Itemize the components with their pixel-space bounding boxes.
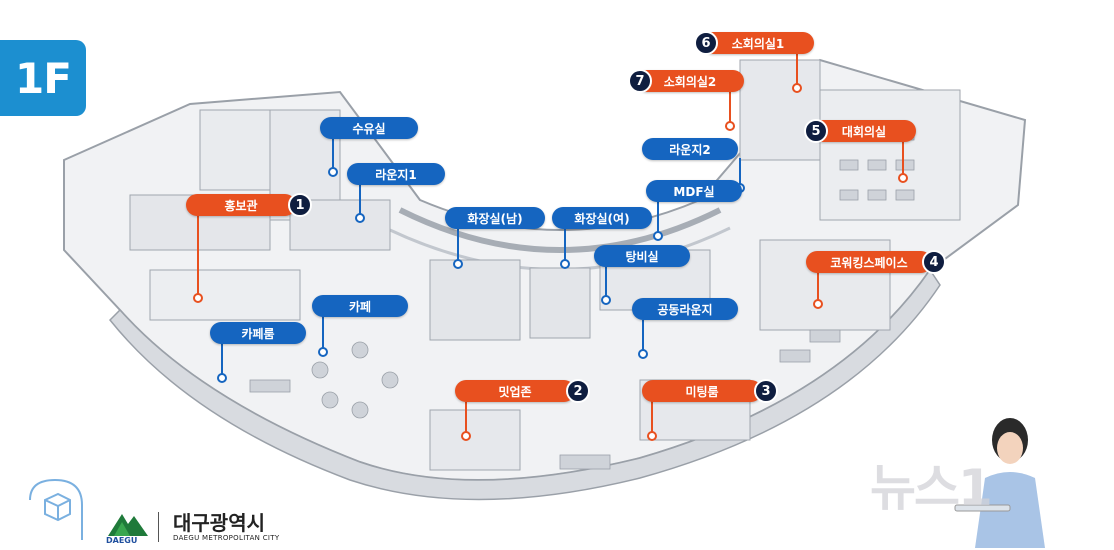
label-common[interactable]: 공동라운지: [632, 298, 738, 320]
marker-4: 4: [922, 250, 946, 274]
label-small1[interactable]: 소회의실1: [702, 32, 814, 54]
marker-1: 1: [288, 193, 312, 217]
logo-subtitle: DAEGU METROPOLITAN CITY: [173, 534, 280, 542]
marker-7: 7: [628, 69, 652, 93]
logo-name: 대구광역시: [173, 511, 265, 535]
label-suyu[interactable]: 수유실: [320, 117, 418, 139]
label-cowork[interactable]: 코워킹스페이스: [806, 251, 932, 273]
marker-3: 3: [754, 379, 778, 403]
label-wc-female[interactable]: 화장실(여): [552, 207, 652, 229]
label-cafe[interactable]: 카페: [312, 295, 408, 317]
label-tangbi[interactable]: 탕비실: [594, 245, 690, 267]
floor-badge: 1F: [0, 40, 86, 116]
cube-head-icon: [29, 478, 83, 540]
label-caferoom[interactable]: 카페룸: [210, 322, 306, 344]
daegu-logo: DAEGU 대구광역시 DAEGU METROPOLITAN CITY: [104, 508, 279, 546]
label-hongbo[interactable]: 홍보관: [186, 194, 296, 216]
label-lounge1[interactable]: 라운지1: [347, 163, 445, 185]
label-wc-male[interactable]: 화장실(남): [445, 207, 545, 229]
daegu-mountain-icon: DAEGU: [104, 508, 152, 546]
guide-person-illustration: [954, 418, 1045, 548]
marker-6: 6: [694, 31, 718, 55]
marker-2: 2: [566, 379, 590, 403]
label-meetup[interactable]: 밋업존: [455, 380, 575, 402]
daegu-mark-text: DAEGU: [106, 536, 138, 545]
label-mdf[interactable]: MDF실: [646, 180, 742, 202]
label-large[interactable]: 대회의실: [812, 120, 916, 142]
label-small2[interactable]: 소회의실2: [636, 70, 744, 92]
label-lounge2[interactable]: 라운지2: [642, 138, 738, 160]
news-watermark: 뉴스1: [870, 459, 993, 517]
label-meeting[interactable]: 미팅룸: [642, 380, 762, 402]
marker-5: 5: [804, 119, 828, 143]
logo-divider: [158, 512, 159, 542]
